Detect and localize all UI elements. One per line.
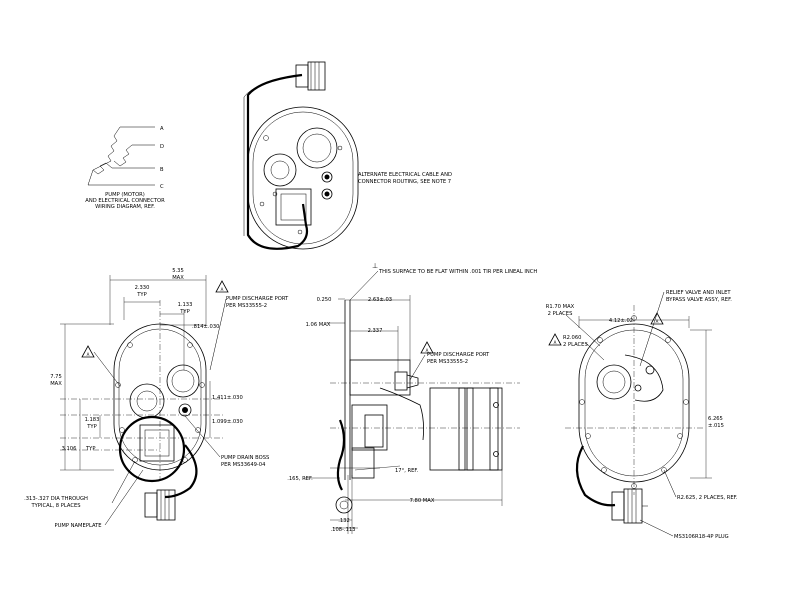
dim-2-337: 2.337 xyxy=(368,328,383,334)
dim-165-ref: .165, REF. xyxy=(287,476,313,482)
dim-3-106: 3.106 xyxy=(62,446,77,452)
left-nameplate: PUMP NAMEPLATE xyxy=(54,523,101,529)
dim-7-75: 7.75 xyxy=(50,374,62,380)
side-view: ⊥ THIS SURFACE TO BE FLAT WITHIN .001 TI… xyxy=(287,262,537,534)
side-discharge-2: PER MS33555-2 xyxy=(427,359,468,365)
dim-814: .814±.030 xyxy=(192,324,219,330)
side-flat-note: THIS SURFACE TO BE FLAT WITHIN .001 TIR … xyxy=(378,269,537,275)
left-drain-2: PER MS33649-04 xyxy=(221,462,266,468)
right-r2060-1: R2.060 xyxy=(563,335,581,341)
wiring-letter-d: D xyxy=(160,144,164,150)
dim-6-265: 6.265 xyxy=(708,416,723,422)
wiring-letter-a: A xyxy=(160,126,164,132)
dim-7-80-max: 7.80 MAX xyxy=(410,498,435,504)
right-plug: MS3106R18-4P PLUG xyxy=(674,534,729,540)
left-discharge-1: PUMP DISCHARGE PORT xyxy=(226,296,289,302)
side-note-triangle: A xyxy=(426,348,429,353)
dim-6-265-tol: ±.015 xyxy=(708,423,724,429)
wiring-caption-3: WIRING DIAGRAM, REF. xyxy=(95,204,155,210)
dim-17-ref: 17°, REF. xyxy=(395,468,419,474)
dim-2-63: 2.63±.03 xyxy=(368,297,392,303)
wiring-letter-c: C xyxy=(160,184,164,190)
dim-1-099: 1.099±.030 xyxy=(212,419,243,425)
left-note-triangle: A xyxy=(87,352,90,357)
dim-3-106-typ: TYP xyxy=(85,446,95,452)
dim-1-133-typ: TYP xyxy=(179,309,189,315)
right-note-triangle: A xyxy=(656,319,659,324)
top-view-note-2: CONNECTOR ROUTING, SEE NOTE 7 xyxy=(358,179,451,185)
dim-1-411: 1.411±.030 xyxy=(212,395,243,401)
left-discharge-2: PER MS33555-2 xyxy=(226,303,267,309)
top-view: ALTERNATE ELECTRICAL CABLE AND CONNECTOR… xyxy=(243,61,452,250)
wiring-caption-2: AND ELECTRICAL CONNECTOR xyxy=(85,198,165,204)
wiring-diagram: A D B C PUMP (MOTOR) AND ELECTRICAL CONN… xyxy=(85,126,165,210)
right-r2625: R2.625, 2 PLACES, REF. xyxy=(677,495,738,501)
dim-4-12: 4.12±.02 xyxy=(609,318,633,324)
dim-2-330-typ: TYP xyxy=(136,292,146,298)
dim-1-183-typ: TYP xyxy=(86,424,96,430)
right-r170-1: R1.70 MAX xyxy=(546,304,575,310)
right-r170-2: 2 PLACES xyxy=(548,311,573,317)
left-holes-1: .313-.327 DIA THROUGH xyxy=(24,496,88,502)
dim-1-133: 1.133 xyxy=(178,302,193,308)
left-view: 5.35 MAX 2.330 TYP 1.133 TYP .814±.030 7… xyxy=(24,268,289,529)
dim-5-35-max: MAX xyxy=(172,275,184,281)
left-holes-2: TYPICAL, 8 PLACES xyxy=(30,503,80,509)
left-note-triangle-2: A xyxy=(221,287,224,292)
dim-7-75-max: MAX xyxy=(50,381,62,387)
side-perp-symbol: ⊥ xyxy=(372,262,378,270)
right-r2060-2: 2 PLACES xyxy=(563,342,588,348)
dim-5-35: 5.35 xyxy=(172,268,184,274)
dim-108-113: .108-.113 xyxy=(331,527,356,533)
dim-1-183: 1.183 xyxy=(85,417,100,423)
wiring-letter-b: B xyxy=(160,167,164,173)
right-view: RELIEF VALVE AND INLET BYPASS VALVE ASSY… xyxy=(546,290,738,540)
right-relief-2: BYPASS VALVE ASSY, REF. xyxy=(666,297,732,303)
right-note-triangle-2: A xyxy=(554,340,557,345)
wiring-caption-1: PUMP (MOTOR) xyxy=(105,192,145,198)
right-relief-1: RELIEF VALVE AND INLET xyxy=(666,290,731,296)
side-discharge-1: PUMP DISCHARGE PORT xyxy=(427,352,490,358)
dim-0-250: 0.250 xyxy=(317,297,332,303)
left-drain-1: PUMP DRAIN BOSS xyxy=(221,455,269,461)
dim-2-330: 2.330 xyxy=(135,285,150,291)
dim-1-06-max: 1.06 MAX xyxy=(306,322,331,328)
top-view-note-1: ALTERNATE ELECTRICAL CABLE AND xyxy=(358,172,452,178)
dim-132: .132 xyxy=(338,518,350,524)
